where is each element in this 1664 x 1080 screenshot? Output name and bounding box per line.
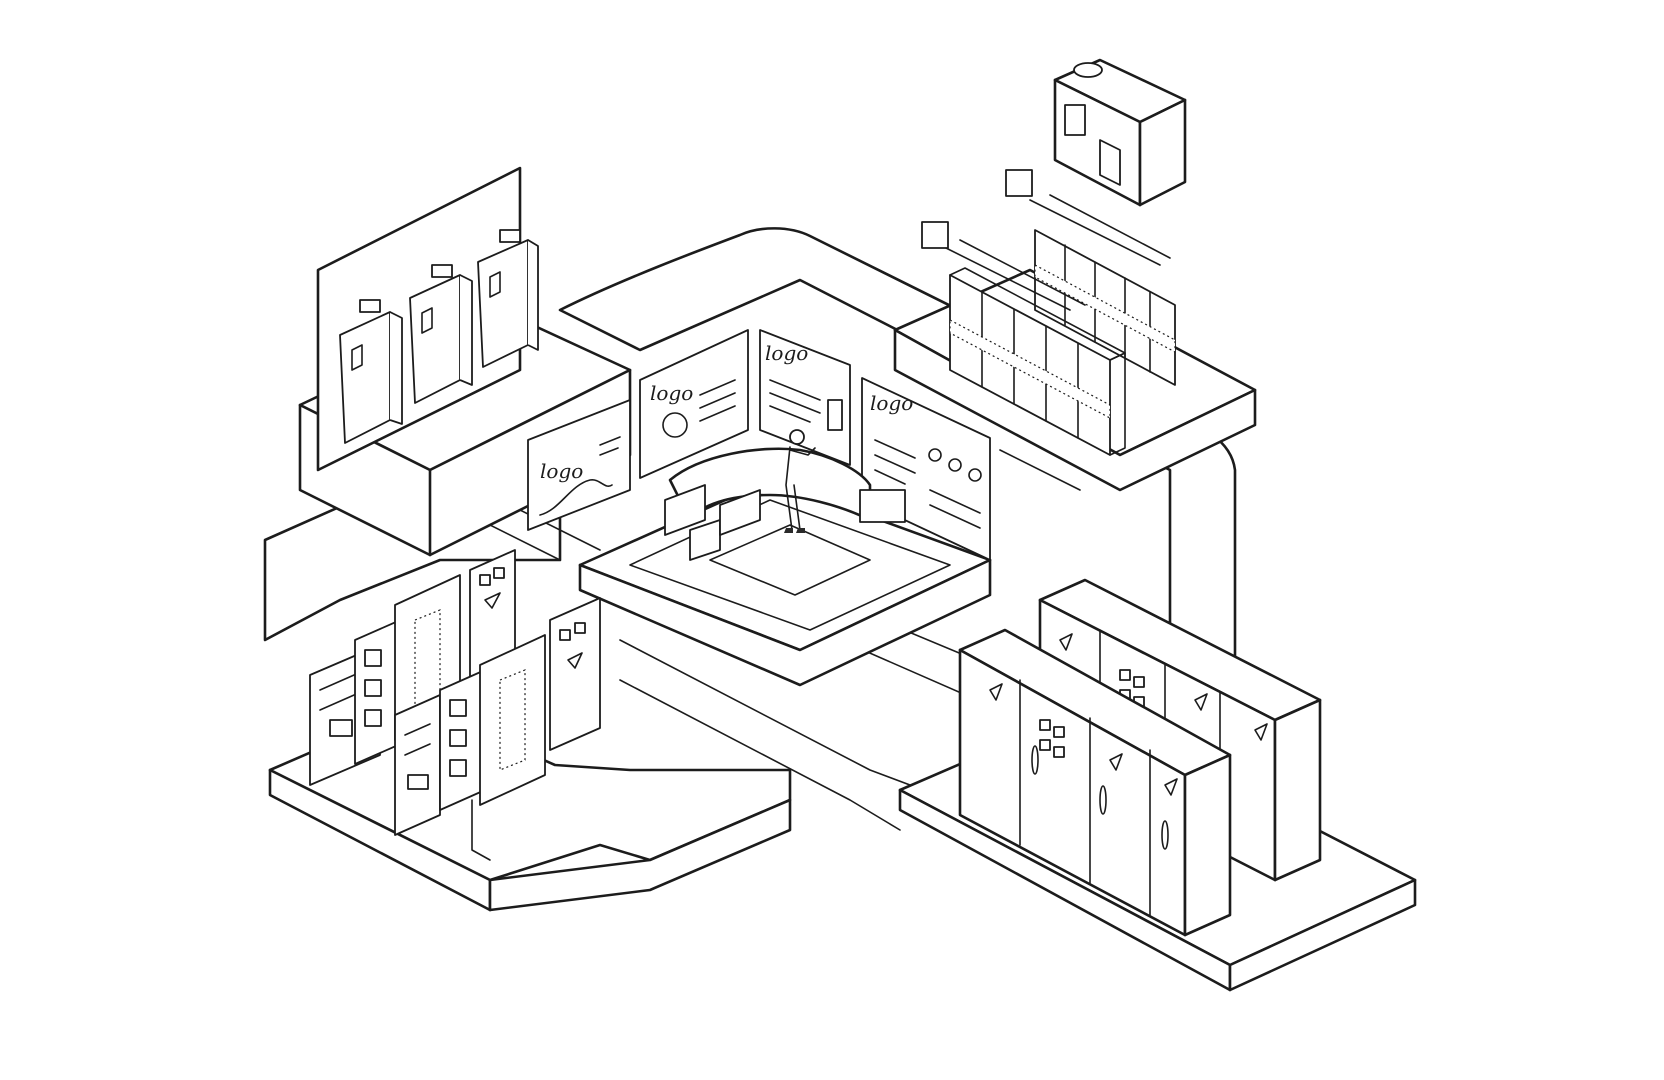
logo-label: logo xyxy=(540,459,583,483)
panel-unit xyxy=(394,694,441,836)
logo-label: logo xyxy=(765,341,808,365)
screen-chart: logo xyxy=(527,399,631,531)
control-platform: logo logo logo logo xyxy=(527,329,992,687)
panel-unit xyxy=(354,617,406,765)
switchgear-platform xyxy=(268,549,792,912)
cable-tray xyxy=(921,169,1171,311)
screen-dashboard-gauge: logo xyxy=(639,329,749,479)
logo-label: logo xyxy=(650,381,693,405)
logo-label: logo xyxy=(870,391,913,415)
battery-unit xyxy=(409,264,473,404)
battery-unit xyxy=(477,229,539,368)
battery-wall-platform xyxy=(298,166,632,557)
cabinet-row-front xyxy=(958,628,1232,937)
battery-rack-platform xyxy=(893,58,1257,492)
panel-unit xyxy=(439,669,486,811)
panel-unit xyxy=(471,634,546,861)
control-desk xyxy=(664,447,906,561)
battery-unit xyxy=(339,299,403,444)
panel-unit xyxy=(549,597,601,751)
inverter-cabinet xyxy=(1053,58,1187,207)
screen-data-panel: logo xyxy=(759,329,851,466)
cabinet-platform xyxy=(898,578,1417,992)
rack-row-front xyxy=(949,267,1126,456)
rack-row-back xyxy=(1034,229,1176,386)
operator-figure xyxy=(784,429,816,533)
